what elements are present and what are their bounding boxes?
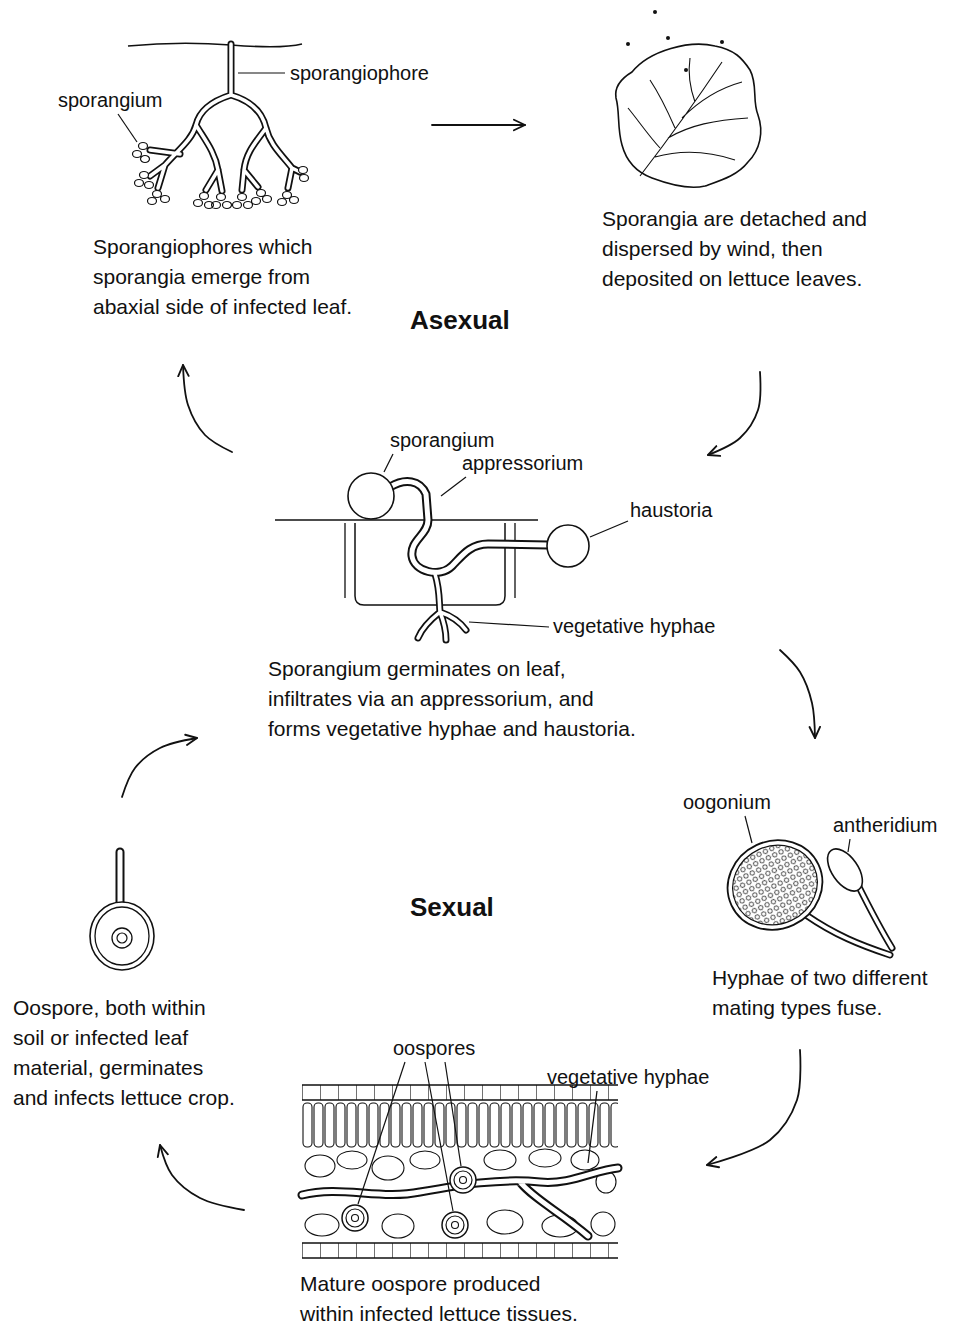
part-label: oospores [393, 1036, 475, 1060]
oospore-core [452, 1222, 459, 1229]
host-cell [355, 523, 505, 605]
stage-caption: Hyphae of two different mating types fus… [712, 963, 952, 1023]
part-label: vegetative hyphae [553, 614, 715, 638]
sporangium-dot [626, 42, 630, 46]
leader-line [118, 114, 137, 142]
lettuce-leaf [616, 44, 761, 187]
oospore-core [460, 1177, 467, 1184]
part-label: antheridium [833, 813, 938, 837]
label-slot: sporangiophore [290, 61, 429, 85]
stage-caption: Oospore, both within soil or infected le… [13, 993, 239, 1113]
hypha-outline [390, 482, 548, 573]
label-slot: appressorium [462, 451, 583, 475]
sporangium-dot [684, 68, 688, 72]
oogonium-wall [713, 825, 837, 945]
label-slot: Asexual [410, 305, 510, 336]
label-slot: vegetative hyphae [547, 1065, 709, 1089]
oospore [90, 902, 154, 970]
part-label: oogonium [683, 790, 771, 814]
cycle-arrow [122, 738, 197, 797]
leaf-surface [275, 519, 538, 521]
cycle-arrow [160, 1145, 244, 1210]
cycle-arrow [708, 372, 760, 455]
stage-caption: Mature oospore produced within infected … [300, 1269, 588, 1329]
label-slot: vegetative hyphae [553, 614, 715, 638]
leaf-surface [128, 43, 302, 47]
leader-line [745, 816, 752, 843]
leader-line [358, 1062, 405, 1204]
oospore-wall [346, 1209, 364, 1227]
cycle-arrow [432, 124, 525, 126]
oospore [450, 1167, 476, 1193]
sporangium-dot [720, 40, 724, 44]
phase-label: Asexual [410, 305, 510, 336]
label-slot: sporangium [58, 88, 163, 112]
oospore [342, 1205, 368, 1231]
sporangium-body [348, 473, 394, 519]
label-slot: Sexual [410, 892, 494, 923]
sporangium-dot [666, 36, 670, 40]
part-label: haustoria [630, 498, 712, 522]
stage-region: Sporangiophores which sporangia emerge f… [88, 35, 432, 365]
sporangia-cluster [133, 143, 309, 209]
part-label: sporangium [390, 428, 495, 452]
part-label: sporangiophore [290, 61, 429, 85]
haustorium [547, 525, 589, 567]
oospore [442, 1212, 468, 1238]
cell-wall [345, 523, 515, 598]
leader-line [590, 521, 628, 537]
hypha-outline [418, 574, 466, 640]
label-slot: sporangium [390, 428, 495, 452]
stage-region: Sporangia are detached and dispersed by … [525, 8, 895, 372]
oospore-core [352, 1215, 359, 1222]
leader-line [588, 1091, 597, 1163]
leaf-vein [628, 58, 748, 176]
palisade-layer [302, 1102, 618, 1148]
label-slot: oospores [393, 1036, 475, 1060]
part-label: vegetative hyphae [547, 1065, 709, 1089]
stage-region: Hyphae of two different mating types fus… [709, 738, 955, 1050]
sporangium-dot [653, 10, 657, 14]
lower-epidermis [302, 1243, 618, 1258]
leader-line [384, 454, 393, 472]
label-slot: antheridium [833, 813, 938, 837]
sporangiophore-fill [150, 44, 300, 191]
leader-line [441, 477, 466, 496]
part-label: appressorium [462, 451, 583, 475]
oospore-wall [446, 1216, 464, 1234]
leader-line [469, 622, 549, 627]
oospore-wall [454, 1171, 472, 1189]
cycle-arrow [183, 365, 232, 452]
oospore-core [117, 933, 127, 943]
cycle-arrow [780, 650, 815, 738]
oogonium-body [720, 831, 831, 938]
leader-line [848, 839, 850, 852]
hypha-fill [390, 482, 548, 573]
part-label: sporangium [58, 88, 163, 112]
sporangiophore-outline [150, 44, 300, 191]
hypha-fill [418, 574, 466, 640]
stage-region: Oospore, both within soil or infected le… [10, 797, 242, 1145]
phase-label: Sexual [410, 892, 494, 923]
lower-epidermis [302, 1243, 618, 1258]
label-slot: oogonium [683, 790, 771, 814]
stage-caption: Sporangium germinates on leaf, infiltrat… [268, 654, 642, 744]
antheridium-body [821, 843, 870, 897]
label-slot: haustoria [630, 498, 712, 522]
stage-caption: Sporangia are detached and dispersed by … [602, 204, 892, 294]
oospore-wall [95, 907, 149, 965]
leader-line [238, 72, 285, 73]
leader-line [445, 1062, 461, 1166]
cycle-arrow [707, 1050, 800, 1165]
stage-caption: Sporangiophores which sporangia emerge f… [93, 232, 355, 322]
oospore-core [112, 928, 132, 948]
